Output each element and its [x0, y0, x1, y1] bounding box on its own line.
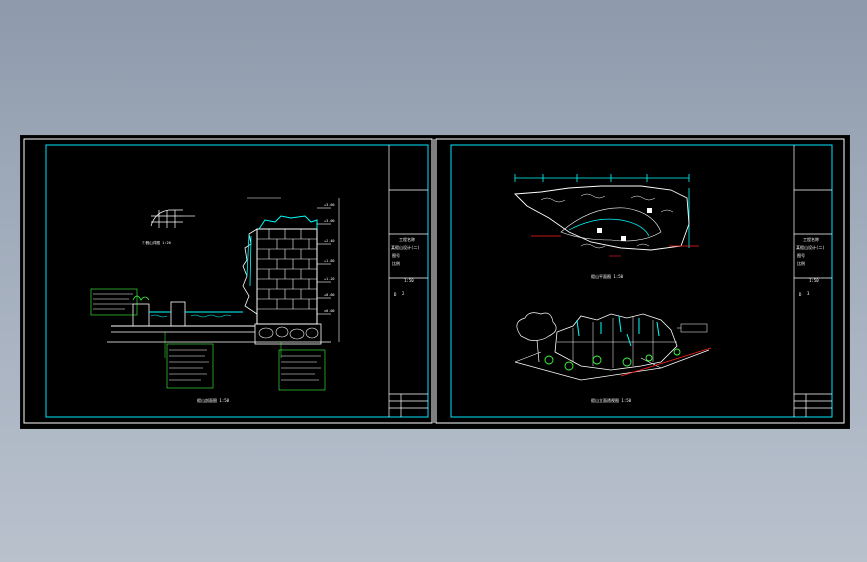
tb1-sheetno: 2 — [402, 291, 405, 296]
tb2-row-0: 工程名称 — [803, 236, 819, 242]
cad-drawing-canvas[interactable]: 工程名称 某假山设计(二) 图号 比例 1:50 D 2 ①假山详图 1:20 — [20, 135, 850, 429]
tb2-row-2: 图号 — [797, 252, 805, 258]
svg-text:+0.60: +0.60 — [324, 293, 335, 297]
sheet-1[interactable]: 工程名称 某假山设计(二) 图号 比例 1:50 D 2 ①假山详图 1:20 — [23, 138, 433, 424]
tb2-row-5: D — [799, 292, 802, 297]
sheet-2-outer-border — [435, 138, 845, 424]
sheet-1-title-text: 工程名称 某假山设计(二) 图号 比例 1:50 D 2 — [391, 236, 420, 297]
rockery-plan — [513, 174, 699, 257]
stair-detail — [150, 209, 195, 228]
brick-wall — [242, 215, 322, 345]
plan-title: 假山平面图 1:50 — [591, 273, 624, 279]
svg-text:+3.60: +3.60 — [324, 203, 335, 207]
tb1-row-1: 某假山设计(二) — [391, 244, 420, 250]
tb2-row-3: 比例 — [797, 260, 805, 266]
svg-text:+1.80: +1.80 — [324, 259, 335, 263]
stair-detail-label: ①假山详图 1:20 — [142, 240, 171, 245]
rockery-perspective — [514, 312, 712, 381]
sheet-2-title-text: 工程名称 某假山设计(二) 图号 比例 1:50 D 3 — [796, 236, 825, 297]
sheet-2[interactable]: 工程名称 某假山设计(二) 图号 比例 1:50 D 3 — [435, 138, 845, 424]
elevation-markers: +3.60 +3.00 +2.40 +1.80 +1.20 +0.60 ±0.0… — [247, 197, 340, 342]
tb1-scale: 1:50 — [404, 278, 414, 283]
tb2-row-1: 某假山设计(二) — [796, 244, 825, 250]
sheet-1-inner-frame — [45, 144, 429, 418]
section-callouts — [90, 288, 326, 391]
svg-text:+1.20: +1.20 — [324, 277, 335, 281]
svg-text:±0.00: ±0.00 — [324, 309, 335, 313]
sheet-2-inner-frame — [450, 144, 833, 418]
section-title: 假山剖面图 1:50 — [197, 397, 230, 403]
svg-text:+2.40: +2.40 — [324, 239, 335, 243]
tb1-row-3: 比例 — [392, 260, 400, 266]
cad-drawing-svg: 工程名称 某假山设计(二) 图号 比例 1:50 D 2 ①假山详图 1:20 — [23, 138, 845, 424]
tb1-row-5: D — [394, 292, 397, 297]
tb1-row-0: 工程名称 — [399, 236, 415, 242]
sheet-1-outer-border — [23, 138, 433, 424]
tb1-row-2: 图号 — [392, 252, 400, 258]
tb2-scale: 1:50 — [809, 278, 819, 283]
svg-text:+3.00: +3.00 — [324, 219, 335, 223]
sheet-2-title-block — [793, 145, 832, 417]
sheet-1-title-block — [388, 145, 428, 417]
tb2-sheetno: 3 — [807, 291, 810, 296]
pool-section — [107, 233, 331, 343]
perspective-title: 假山立面透视图 1:50 — [591, 397, 632, 403]
